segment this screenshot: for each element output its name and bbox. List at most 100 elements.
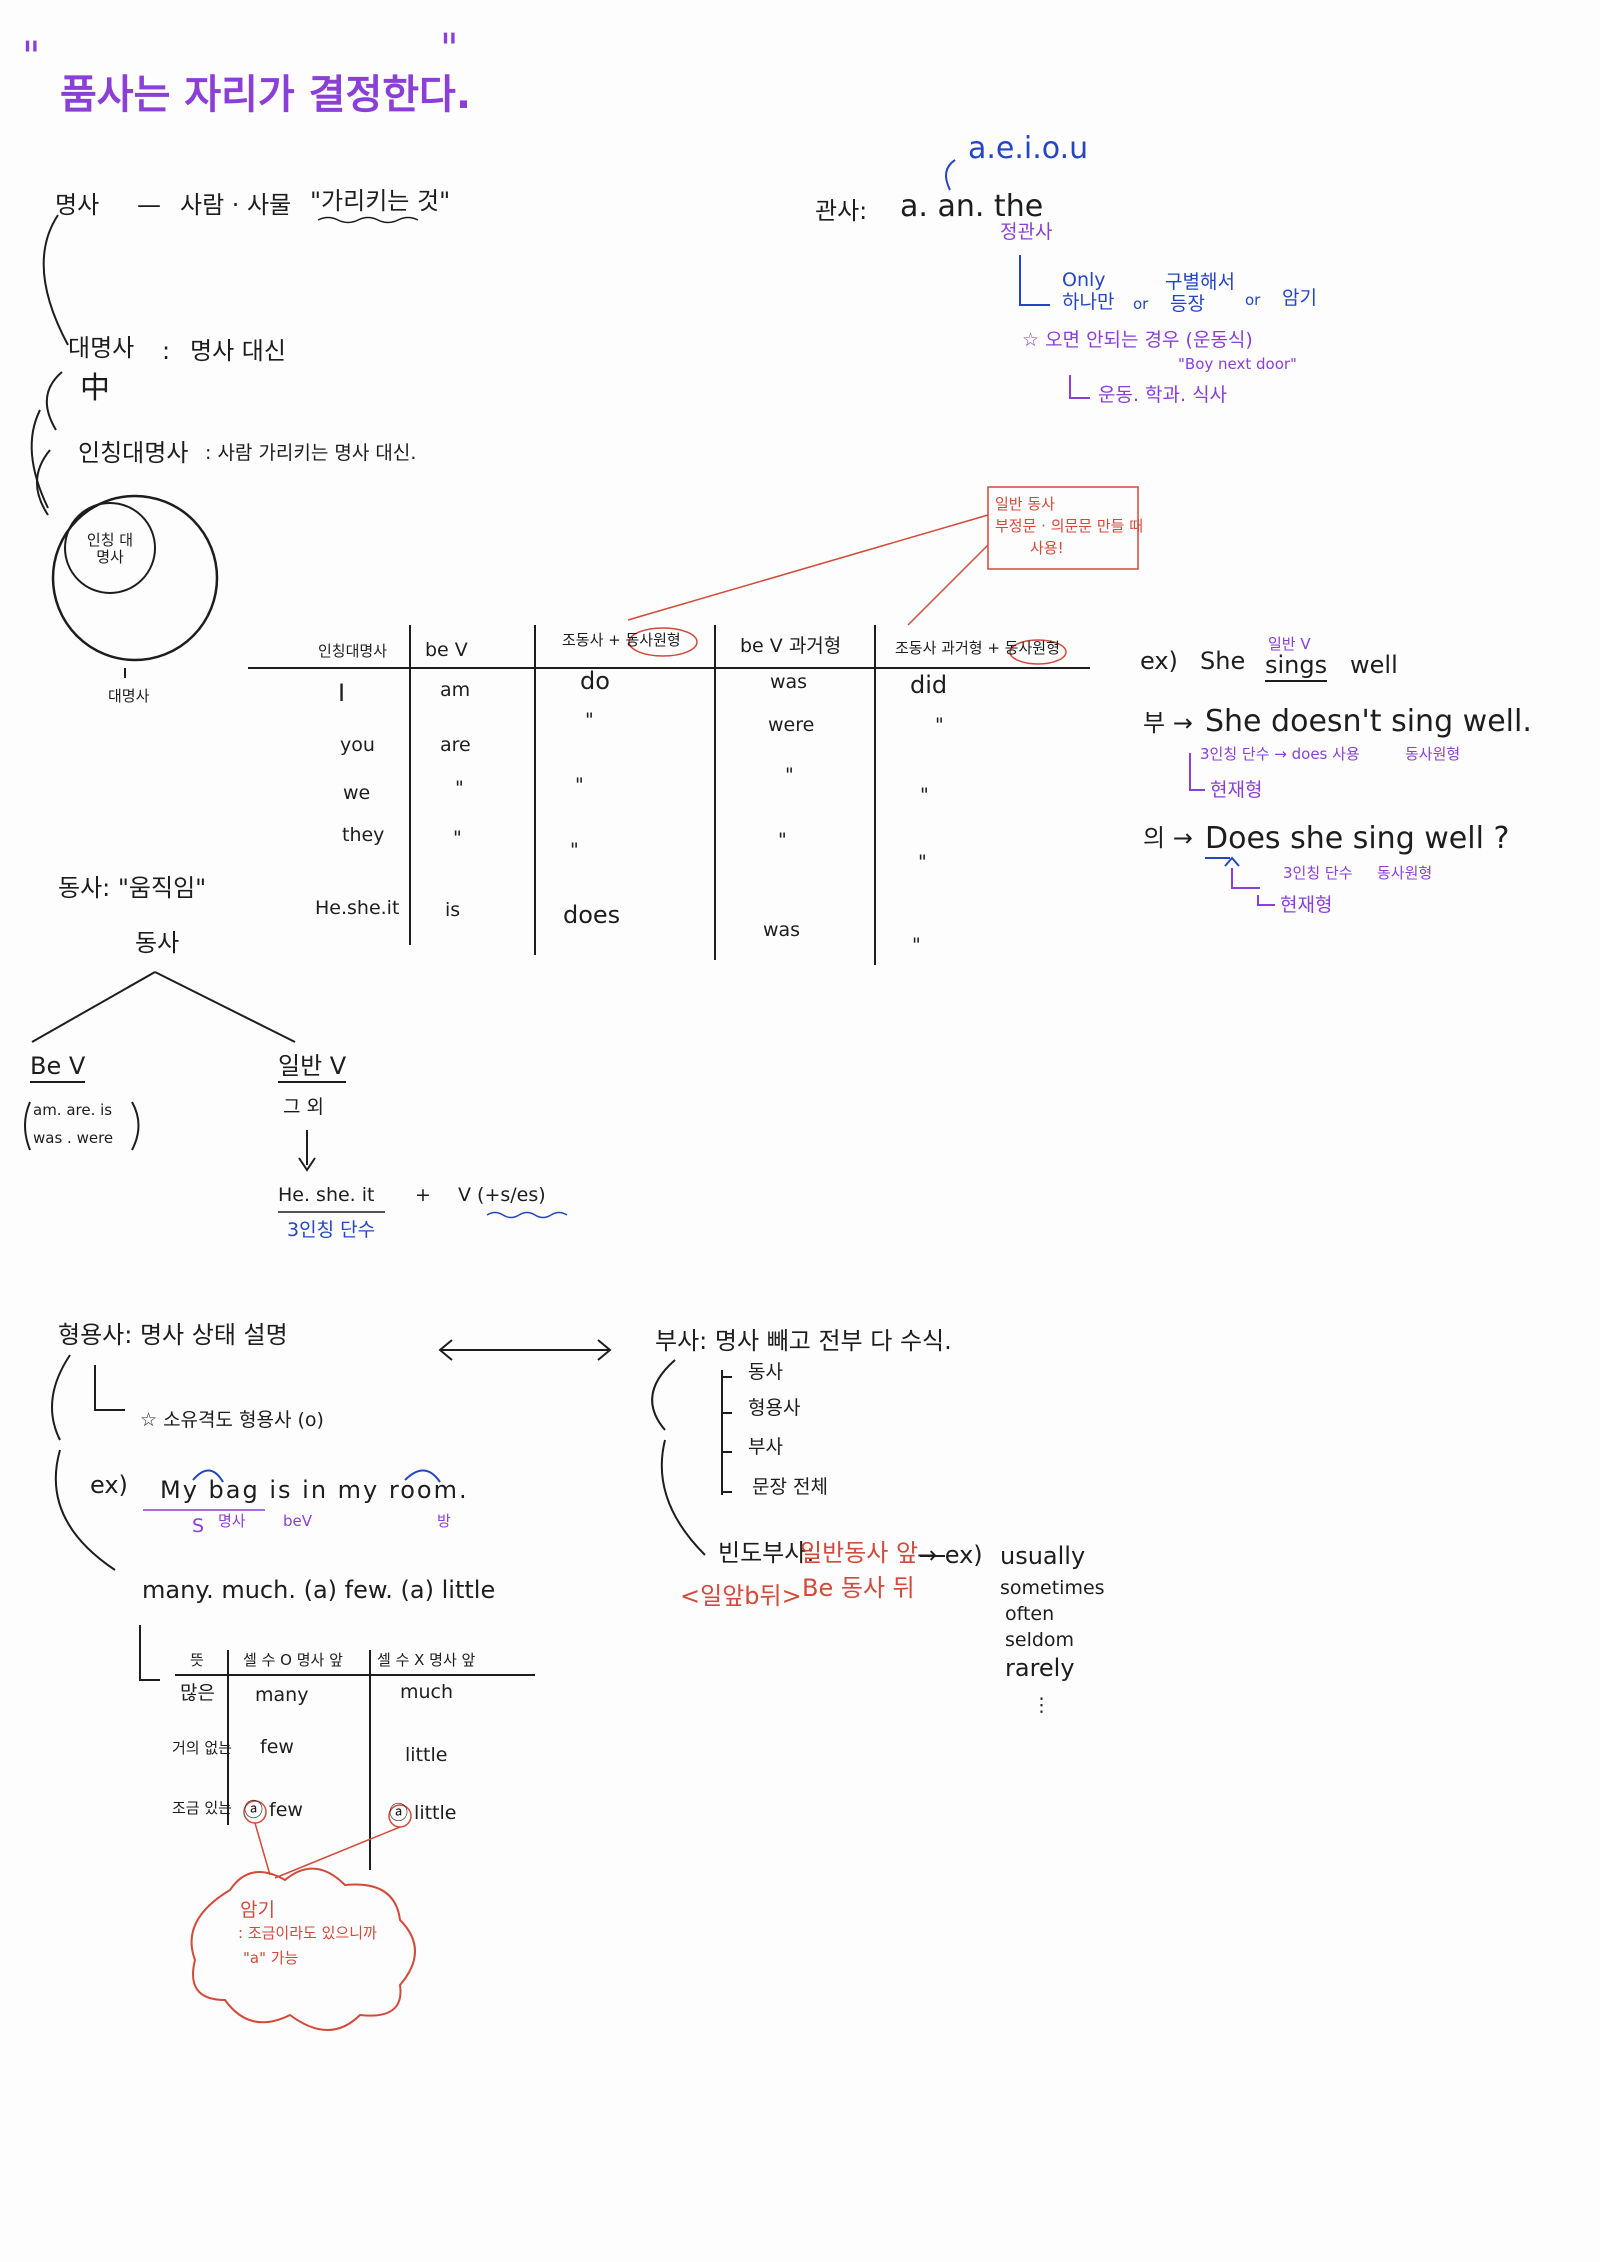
table-cell: are [440, 734, 471, 756]
table-cell: did [910, 671, 948, 699]
table-cell: " [585, 709, 594, 731]
table-cell: " [912, 934, 921, 956]
example-well: well [1350, 651, 1398, 679]
quant-cell: 많은 [180, 1682, 215, 1704]
table-cell: is [445, 899, 461, 921]
table-cell: He.she.it [315, 897, 400, 919]
page-title: 품사는 자리가 결정한다. [60, 72, 472, 118]
frequency-word: rarely [1005, 1654, 1075, 1682]
adverb-label: 부사: 명사 빼고 전부 다 수식. [655, 1327, 952, 1355]
cloud-line-2: : 조금이라도 있으니까 [238, 1924, 377, 1942]
question-note-3: 현재형 [1280, 894, 1333, 916]
table-cell: " [453, 827, 462, 849]
table-cell: " [570, 839, 579, 861]
table-cell: you [340, 734, 375, 756]
article-exception-list: 운동. 학과. 식사 [1098, 384, 1228, 406]
negative-note-2: 동사원형 [1405, 745, 1461, 763]
frequency-ex: → ex) [917, 1541, 983, 1569]
cloud-line-3: "a" 가능 [243, 1949, 299, 1967]
annotation-room: 방 [437, 1512, 451, 1530]
callout-line-1: 일반 동사 [995, 495, 1055, 513]
table-cell: " [455, 777, 464, 799]
article-example: "Boy next door" [1178, 355, 1297, 373]
quantifiers-list: many. much. (a) few. (a) little [142, 1576, 496, 1604]
frequency-rule-2: Be 동사 뒤 [802, 1574, 915, 1602]
quant-cell: 거의 없는 [172, 1739, 232, 1757]
quant-cell: ⓐ little [389, 1802, 457, 1824]
question-mark: 의 → [1143, 824, 1193, 852]
svg-text:": " [22, 34, 40, 80]
table-header-pronoun: 인칭대명사 [318, 642, 388, 660]
example-sings: sings [1265, 651, 1328, 682]
table-cell: " [785, 764, 794, 786]
adjective-sentence: My bag is in my room. [160, 1476, 469, 1504]
quant-cell: little [405, 1744, 448, 1766]
be-forms-present: am. are. is [33, 1101, 113, 1119]
circle-inner-label: 인칭 대명사 [86, 531, 134, 567]
annotation-noun: 명사 [218, 1512, 246, 1530]
quant-header-uncountable: 셀 수 X 명사 앞 [377, 1651, 476, 1669]
svg-text:": " [440, 26, 458, 72]
general-verb-sub: 그 외 [283, 1096, 324, 1118]
article-exception: ☆ 오면 안되는 경우 (운동식) [1022, 329, 1253, 351]
adjective-ex: ex) [90, 1471, 128, 1499]
circle-outer-label: 대명사 [108, 687, 150, 705]
table-cell: " [918, 851, 927, 873]
callout-line-2: 부정문 · 의문문 만들 때 [995, 517, 1144, 535]
adjective-possessive: ☆ 소유격도 형용사 (o) [140, 1409, 324, 1431]
quant-header-meaning: 뜻 [190, 1651, 204, 1669]
noun-dash: — [137, 191, 161, 219]
noun-label: 명사 [55, 191, 100, 219]
table-header-be-past: be V 과거형 [740, 635, 842, 657]
annotation-be: beV [283, 1512, 313, 1530]
quant-cell: ⓐ few [244, 1799, 303, 1821]
third-person-note: 3인칭 단수 [287, 1219, 376, 1241]
question-sentence: Does she sing well ? [1205, 821, 1510, 856]
table-cell: we [343, 782, 371, 804]
quant-cell: much [400, 1681, 454, 1703]
question-note-1: 3인칭 단수 [1283, 864, 1353, 882]
example-prefix: ex) [1140, 647, 1178, 675]
table-cell: I [338, 679, 346, 707]
negative-note-3: 현재형 [1210, 779, 1263, 801]
quant-cell: 조금 있는 [172, 1799, 232, 1817]
article-or-2: or [1245, 291, 1261, 309]
general-verb-label: 일반 V [278, 1052, 347, 1083]
frequency-adverb-label: 빈도부사: [718, 1539, 815, 1567]
table-cell: was [770, 671, 808, 693]
table-cell: were [768, 714, 815, 736]
table-cell: " [575, 774, 584, 796]
table-header-aux: 조동사 + 동사원형 [562, 631, 681, 649]
negative-sentence: She doesn't sing well. [1205, 704, 1532, 739]
pronoun-label: 대명사 [68, 334, 135, 362]
frequency-more: ⋮ [1032, 1694, 1051, 1716]
adjective-label: 형용사: 명사 상태 설명 [58, 1321, 288, 1349]
be-verb-label: Be V [30, 1052, 86, 1083]
verb-label: 동사: "움직임" [58, 874, 207, 902]
article-memo: 암기 [1282, 287, 1317, 309]
pronoun-colon: : [162, 337, 171, 365]
article-distinguish: 구별해서 [1165, 271, 1235, 293]
frequency-word: seldom [1005, 1629, 1075, 1651]
personal-pronoun-label: 인칭대명사 [78, 439, 189, 467]
article-only-one: 하나만 [1062, 291, 1115, 313]
annotation-subject: S [192, 1515, 205, 1537]
table-cell: am [440, 679, 471, 701]
personal-pronoun-desc: : 사람 가리키는 명사 대신. [205, 442, 417, 464]
adverb-target: 동사 [748, 1361, 783, 1383]
negative-note-1: 3인칭 단수 → does 사용 [1200, 745, 1360, 763]
pronoun-desc: 명사 대신 [190, 337, 286, 365]
verb-root: 동사 [135, 929, 180, 957]
frequency-word: sometimes [1000, 1577, 1105, 1599]
frequency-word: often [1005, 1603, 1055, 1625]
table-cell: " [778, 829, 787, 851]
table-cell: was [763, 919, 801, 941]
adverb-target: 형용사 [748, 1397, 801, 1419]
verb-rule: V (+s/es) [458, 1184, 546, 1206]
be-forms-past: was . were [33, 1129, 114, 1147]
example-she: She [1200, 647, 1246, 675]
negative-mark: 부 → [1143, 709, 1193, 737]
table-cell: " [920, 784, 929, 806]
cloud-line-1: 암기 [240, 1899, 275, 1921]
